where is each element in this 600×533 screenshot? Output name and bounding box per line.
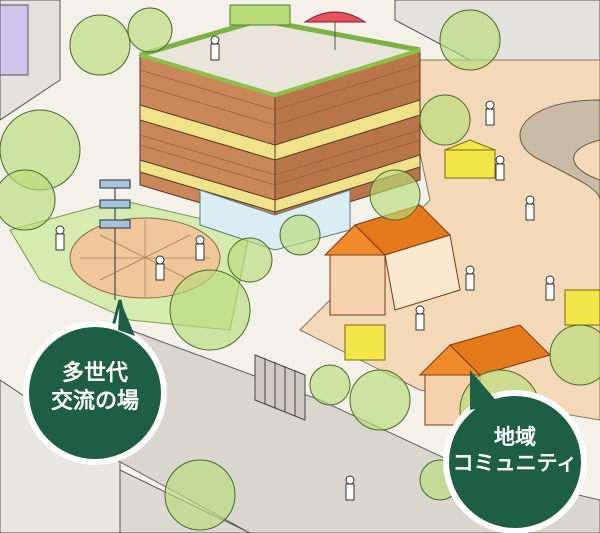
yellow-tent-1 [443,139,497,179]
people [55,35,555,501]
window-panel [0,4,29,76]
yellow-tent-2 [344,324,386,361]
gate [254,354,306,421]
callout-left-line-1: 多世代 [61,361,128,386]
signpost [99,179,131,300]
yellow-tent-3 [564,289,600,326]
callout-left-line-2: 交流の場 [50,388,139,414]
callout-right-text: 地域 コミュニティ [440,424,590,477]
rooftop-umbrella [303,11,367,50]
callout-right-line-2: コミュニティ [452,451,578,476]
rooftop-garden [229,4,291,26]
callout-left-text: 多世代 交流の場 [20,360,170,415]
market-tent-center [323,204,461,316]
callout-bubble-left [23,299,167,465]
brick-building [138,17,421,251]
callout-right-line-1: 地域 [494,425,536,449]
callout-bubble-right [443,370,587,533]
s-path [519,99,600,201]
